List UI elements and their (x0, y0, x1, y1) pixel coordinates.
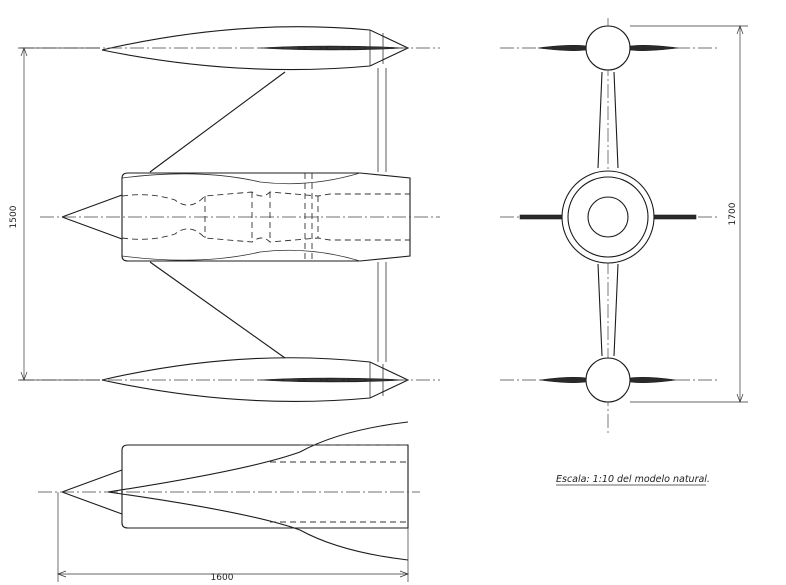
lower-pod (20, 357, 440, 402)
central-fuselage (40, 172, 440, 262)
front-lower-pod (539, 357, 677, 403)
front-fuselage (519, 170, 697, 264)
dimension-height: 1700 (630, 25, 748, 403)
wings (149, 68, 387, 362)
dimension-length: 1600 (57, 492, 409, 583)
plan-view: 1500 (9, 26, 440, 402)
front-view: 1700 (500, 18, 748, 435)
side-view: 1600 (38, 421, 420, 583)
dimension-label-length: 1600 (211, 573, 234, 583)
scale-note: Escala: 1:10 del modelo natural. (556, 474, 710, 486)
dimension-span: 1500 (9, 47, 100, 381)
scale-note-text: Escala: 1:10 del modelo natural. (556, 474, 710, 485)
dimension-label-span: 1500 (9, 205, 19, 228)
dimension-label-height: 1700 (728, 202, 738, 225)
front-upper-pod (537, 25, 679, 71)
